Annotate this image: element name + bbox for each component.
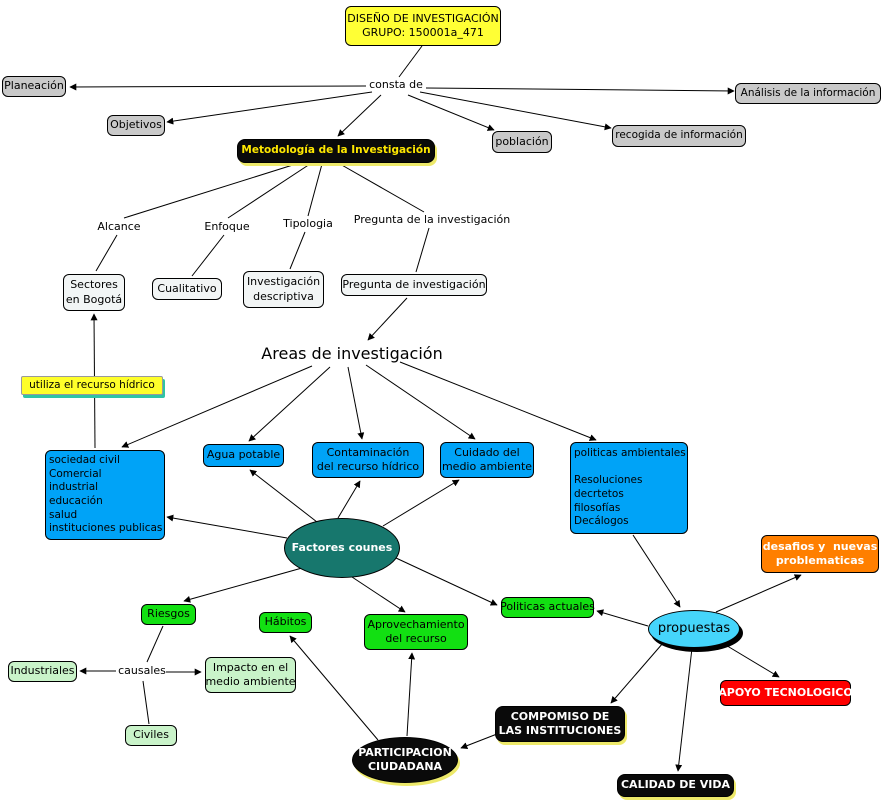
- node-propuestas: propuestas: [648, 610, 740, 648]
- node-politicas-ambientales: politicas ambientales Resoluciones decrt…: [570, 442, 688, 534]
- node-contaminacion-recurso-hidrico: Contaminación del recurso hídrico: [312, 442, 424, 478]
- node-politicas-actuales: Politicas actuales: [500, 597, 595, 618]
- node-factores-comunes: Factores counes: [284, 518, 400, 578]
- linking-phrase-tipologia: Tipologia: [283, 216, 333, 230]
- node-recogida-informacion: recogida de información: [612, 125, 746, 147]
- node-riesgos: Riesgos: [141, 604, 196, 625]
- linking-phrase-areas-investigacion: Areas de investigación: [261, 343, 443, 363]
- node-cualitativo: Cualitativo: [152, 278, 222, 300]
- node-sectores-bogota: Sectores en Bogotá: [63, 274, 125, 311]
- node-title: DISEÑO DE INVESTIGACIÓN GRUPO: 150001a_4…: [345, 6, 501, 46]
- node-cuidado-medio-ambiente: Cuidado del medio ambiente: [440, 442, 534, 478]
- node-agua-potable: Agua potable: [203, 444, 284, 467]
- node-impacto-medio-ambiente: Impacto en el medio ambiente: [205, 657, 296, 693]
- node-apoyo-tecnologico: APOYO TECNOLOGICO: [718, 680, 853, 706]
- node-analisis-informacion: Análisis de la información: [735, 83, 881, 104]
- node-investigacion-descriptiva: Investigación descriptiva: [243, 271, 324, 308]
- node-industriales: Industriales: [8, 661, 77, 682]
- linking-phrase-alcance: Alcance: [97, 219, 141, 233]
- node-sociedad-sectores: sociedad civil Comercial industrial educ…: [45, 450, 165, 540]
- node-objetivos: Objetivos: [107, 115, 165, 136]
- node-compromiso-instituciones: COMPOMISO DE LAS INSTITUCIONES: [495, 706, 625, 742]
- linking-phrase-causales: causales: [118, 663, 166, 677]
- node-metodologia: Metodología de la Investigación: [237, 139, 435, 163]
- node-calidad-de-vida: CALIDAD DE VIDA: [617, 774, 734, 797]
- node-planeacion: Planeación: [2, 76, 66, 97]
- node-habitos: Hábitos: [259, 612, 312, 633]
- node-aprovechamiento-recurso: Aprovechamiento del recurso: [364, 614, 468, 650]
- node-civiles: Civiles: [125, 725, 177, 746]
- linking-phrase-consta-de: consta de: [369, 77, 423, 91]
- linking-phrase-enfoque: Enfoque: [204, 219, 250, 233]
- node-participacion-ciudadana: PARTICIPACION CIUDADANA: [352, 737, 458, 783]
- node-desafios-nuevas-problematicas: desafios y nuevas problematicas: [761, 535, 879, 573]
- linking-phrase-pregunta-investigacion: Pregunta de la investigación: [353, 212, 511, 226]
- linking-phrase-utiliza-recurso-hidrico: utiliza el recurso hídrico: [21, 376, 163, 395]
- node-pregunta-de-investigacion: Pregunta de investigación: [341, 274, 487, 296]
- node-poblacion: población: [492, 131, 552, 153]
